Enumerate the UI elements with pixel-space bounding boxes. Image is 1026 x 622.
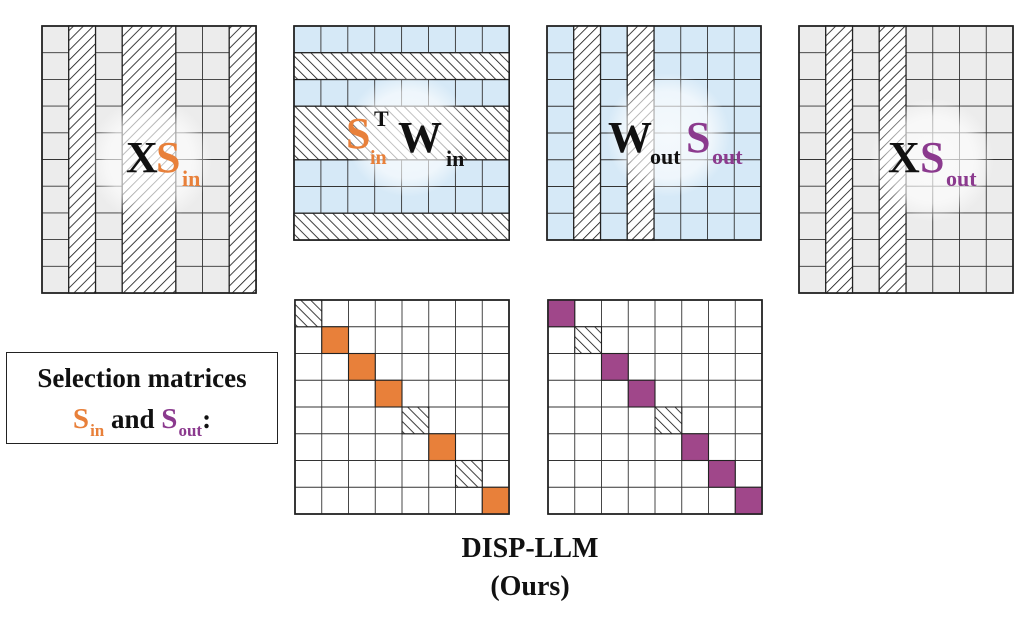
matrix-w-out-s-out [546, 25, 762, 241]
caption-subtitle: (Ours) [490, 571, 570, 602]
label-s-out-sub-4: out [946, 166, 977, 191]
legend-s-in-sub: in [90, 421, 105, 440]
diagonal-cell-selected [707, 459, 736, 488]
label-s-in-sub-1: in [182, 166, 200, 191]
diagonal-cell-selected [627, 379, 656, 408]
label-s-in-sub-2: in [370, 147, 387, 169]
diagonal-cell-pruned [294, 299, 323, 328]
label-s-out-3: S [686, 113, 710, 162]
diagonal-cell-selected [321, 326, 350, 355]
label-x-4: X [888, 133, 920, 182]
label-x-1: X [126, 133, 158, 182]
legend-s-out: S [161, 403, 178, 435]
legend-s-out-sub: out [178, 421, 203, 440]
diagonal-cell-pruned [454, 459, 483, 488]
matrix-border [546, 25, 762, 241]
label-w-in: W [398, 113, 442, 162]
matrix-x-s-in [41, 25, 257, 294]
legend-colon: : [202, 404, 212, 434]
pruned-row-band [293, 212, 510, 241]
label-glow [606, 73, 730, 197]
label-w-in-sub: in [446, 146, 464, 171]
label-glow [346, 73, 470, 197]
matrix-border [293, 25, 510, 241]
matrix-labels: X S in S T in W in W out S out X S out [126, 106, 977, 191]
diagonal-cell-selected [347, 352, 376, 381]
matrix-border [41, 25, 257, 294]
label-s-out-sub-3: out [712, 144, 743, 169]
label-w-out: W [608, 113, 652, 162]
legend-s-in: S [72, 403, 90, 435]
diagonal-cell-selected [547, 299, 576, 328]
label-s-out-4: S [920, 133, 944, 182]
pruned-column-band [825, 25, 854, 294]
caption-title: DISP-LLM [461, 533, 599, 564]
diagonal-cell-pruned [401, 406, 430, 435]
label-s-in-1: S [156, 133, 180, 182]
label-transpose-sup: T [374, 106, 389, 131]
selection-matrices-legend: Selection matrices Sin and Sout: [6, 352, 278, 444]
matrix-border [294, 299, 510, 515]
matrix-s-in-transpose-w-in [293, 25, 510, 241]
diagram-caption: DISP-LLM (Ours) [380, 530, 680, 606]
diagonal-cell-pruned [574, 326, 603, 355]
label-w-out-sub: out [650, 144, 681, 169]
diagonal-cell-selected [734, 486, 763, 515]
diagonal-cell-selected [374, 379, 403, 408]
diagonal-cell-pruned [654, 406, 683, 435]
selection-matrix-s-in [294, 299, 510, 515]
label-s-in-2: S [346, 109, 370, 158]
diagonal-cell-selected [481, 486, 510, 515]
diagonal-cell-selected [681, 433, 710, 462]
legend-title: Selection matrices [37, 363, 247, 393]
label-glow [88, 98, 212, 222]
diagonal-cell-selected [428, 433, 457, 462]
legend-and: and [111, 404, 155, 434]
pruned-column-band [228, 25, 257, 294]
matrix-x-s-out [798, 25, 1014, 294]
matrix-border [547, 299, 763, 515]
selection-matrix-s-out [547, 299, 763, 515]
matrix-border [798, 25, 1014, 294]
pruned-column-band [573, 25, 602, 241]
legend-symbols: Sin and Sout: [7, 403, 277, 440]
label-glow [870, 98, 994, 222]
diagonal-cell-selected [600, 352, 629, 381]
